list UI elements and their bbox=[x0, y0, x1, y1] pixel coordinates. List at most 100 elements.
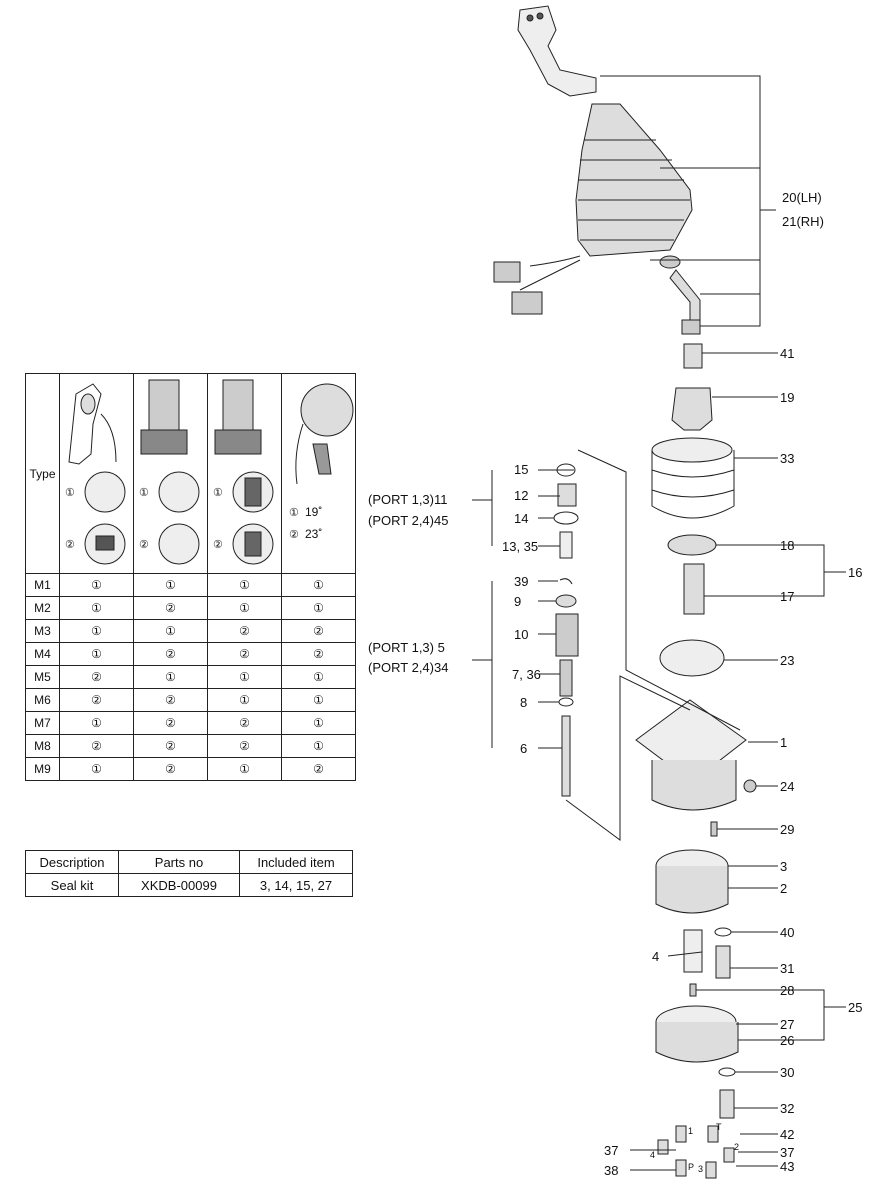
model-label: M9 bbox=[25, 757, 60, 781]
callout-37a: 37 bbox=[604, 1143, 618, 1158]
svg-text:②: ② bbox=[139, 539, 149, 551]
part-41 bbox=[683, 343, 703, 369]
callout-18: 18 bbox=[780, 538, 794, 553]
type-option-cell: ② bbox=[133, 757, 208, 781]
part-32 bbox=[719, 1089, 735, 1119]
part-10 bbox=[555, 613, 579, 657]
part-12 bbox=[557, 483, 577, 507]
callout-29: 29 bbox=[780, 822, 794, 837]
callout-3: 3 bbox=[780, 859, 787, 874]
callout-17: 17 bbox=[780, 589, 794, 604]
opt-1-label: ① bbox=[65, 487, 75, 499]
type-table: Type ① ② ① ② bbox=[25, 373, 356, 781]
callout-33: 33 bbox=[780, 451, 794, 466]
angle-type-illustration: ① 19˚ ② 23˚ bbox=[289, 383, 353, 541]
part-31 bbox=[715, 945, 731, 979]
svg-text:①: ① bbox=[213, 487, 223, 499]
port-label-4: 4 bbox=[650, 1150, 655, 1160]
type-option-cell: ② bbox=[133, 711, 208, 735]
callout-9: 9 bbox=[514, 594, 521, 609]
type-header-label: Type bbox=[25, 373, 60, 574]
part-33 bbox=[651, 437, 733, 463]
callout-42: 42 bbox=[780, 1127, 794, 1142]
boot-type-illustration: ① ② bbox=[139, 379, 199, 565]
type-option-cell: ② bbox=[59, 734, 134, 758]
part-13-35 bbox=[559, 531, 573, 559]
type-option-cell: ① bbox=[281, 596, 356, 620]
seal-kit-table: Description Parts no Included item Seal … bbox=[25, 850, 353, 897]
type-option-cell: ① bbox=[281, 665, 356, 689]
type-option-cell: ① bbox=[59, 757, 134, 781]
type-col-handle: ① ② bbox=[59, 373, 134, 574]
callout-26: 26 bbox=[780, 1033, 794, 1048]
callout-25: 25 bbox=[848, 1000, 862, 1015]
opt-2-label: ② bbox=[65, 539, 75, 551]
part-9 bbox=[555, 594, 577, 608]
callout-31: 31 bbox=[780, 961, 794, 976]
callout-port13-5: (PORT 1,3) 5 bbox=[368, 640, 445, 655]
callout-8: 8 bbox=[520, 695, 527, 710]
port-label-2: 2 bbox=[734, 1142, 739, 1152]
type-option-cell: ① bbox=[207, 596, 282, 620]
type-option-cell: ① bbox=[59, 642, 134, 666]
part-2 bbox=[655, 866, 729, 914]
port-fittings bbox=[657, 1125, 735, 1179]
part-17 bbox=[683, 563, 705, 615]
part-40 bbox=[714, 927, 732, 937]
model-label: M5 bbox=[25, 665, 60, 689]
type-col-boot: ① ② bbox=[133, 373, 208, 574]
callout-4: 4 bbox=[652, 949, 659, 964]
part-6 bbox=[561, 715, 571, 797]
svg-text:②: ② bbox=[213, 539, 223, 551]
type-option-cell: ① bbox=[59, 596, 134, 620]
type-option-cell: ① bbox=[133, 665, 208, 689]
type-option-cell: ① bbox=[59, 619, 134, 643]
type-col-angle: ① 19˚ ② 23˚ bbox=[281, 373, 356, 574]
port-label-t: T bbox=[716, 1122, 722, 1132]
part-18 bbox=[667, 534, 717, 556]
part-29 bbox=[710, 821, 718, 837]
callout-2: 2 bbox=[780, 881, 787, 896]
callout-16: 16 bbox=[848, 565, 862, 580]
type-option-cell: ② bbox=[59, 665, 134, 689]
callout-38: 38 bbox=[604, 1163, 618, 1178]
angle-23: 23˚ bbox=[305, 527, 322, 541]
callout-14: 14 bbox=[514, 511, 528, 526]
callout-port24-45: (PORT 2,4)45 bbox=[368, 513, 448, 528]
type-option-cell: ① bbox=[207, 688, 282, 712]
callout-19: 19 bbox=[780, 390, 794, 405]
callout-37b: 37 bbox=[780, 1145, 794, 1160]
model-label: M7 bbox=[25, 711, 60, 735]
callout-28: 28 bbox=[780, 983, 794, 998]
type-option-cell: ① bbox=[59, 711, 134, 735]
callout-port13-11: (PORT 1,3)11 bbox=[368, 492, 447, 507]
callout-23: 23 bbox=[780, 653, 794, 668]
callout-27: 27 bbox=[780, 1017, 794, 1032]
type-option-cell: ① bbox=[207, 573, 282, 597]
part-4 bbox=[683, 929, 703, 973]
part-8 bbox=[558, 697, 574, 707]
type-option-cell: ① bbox=[133, 619, 208, 643]
callout-39: 39 bbox=[514, 574, 528, 589]
seal-included: 3, 14, 15, 27 bbox=[239, 873, 353, 897]
part-7-36 bbox=[559, 659, 573, 697]
callout-30: 30 bbox=[780, 1065, 794, 1080]
part-39 bbox=[559, 578, 573, 585]
connector-type-illustration: ① ② bbox=[213, 379, 273, 565]
model-label: M8 bbox=[25, 734, 60, 758]
wire-harness bbox=[519, 255, 581, 291]
port-label-p: P bbox=[688, 1162, 694, 1172]
callout-41: 41 bbox=[780, 346, 794, 361]
callout-24: 24 bbox=[780, 779, 794, 794]
svg-text:①: ① bbox=[139, 487, 149, 499]
callout-32: 32 bbox=[780, 1101, 794, 1116]
callout-6: 6 bbox=[520, 741, 527, 756]
part-24 bbox=[743, 779, 757, 793]
